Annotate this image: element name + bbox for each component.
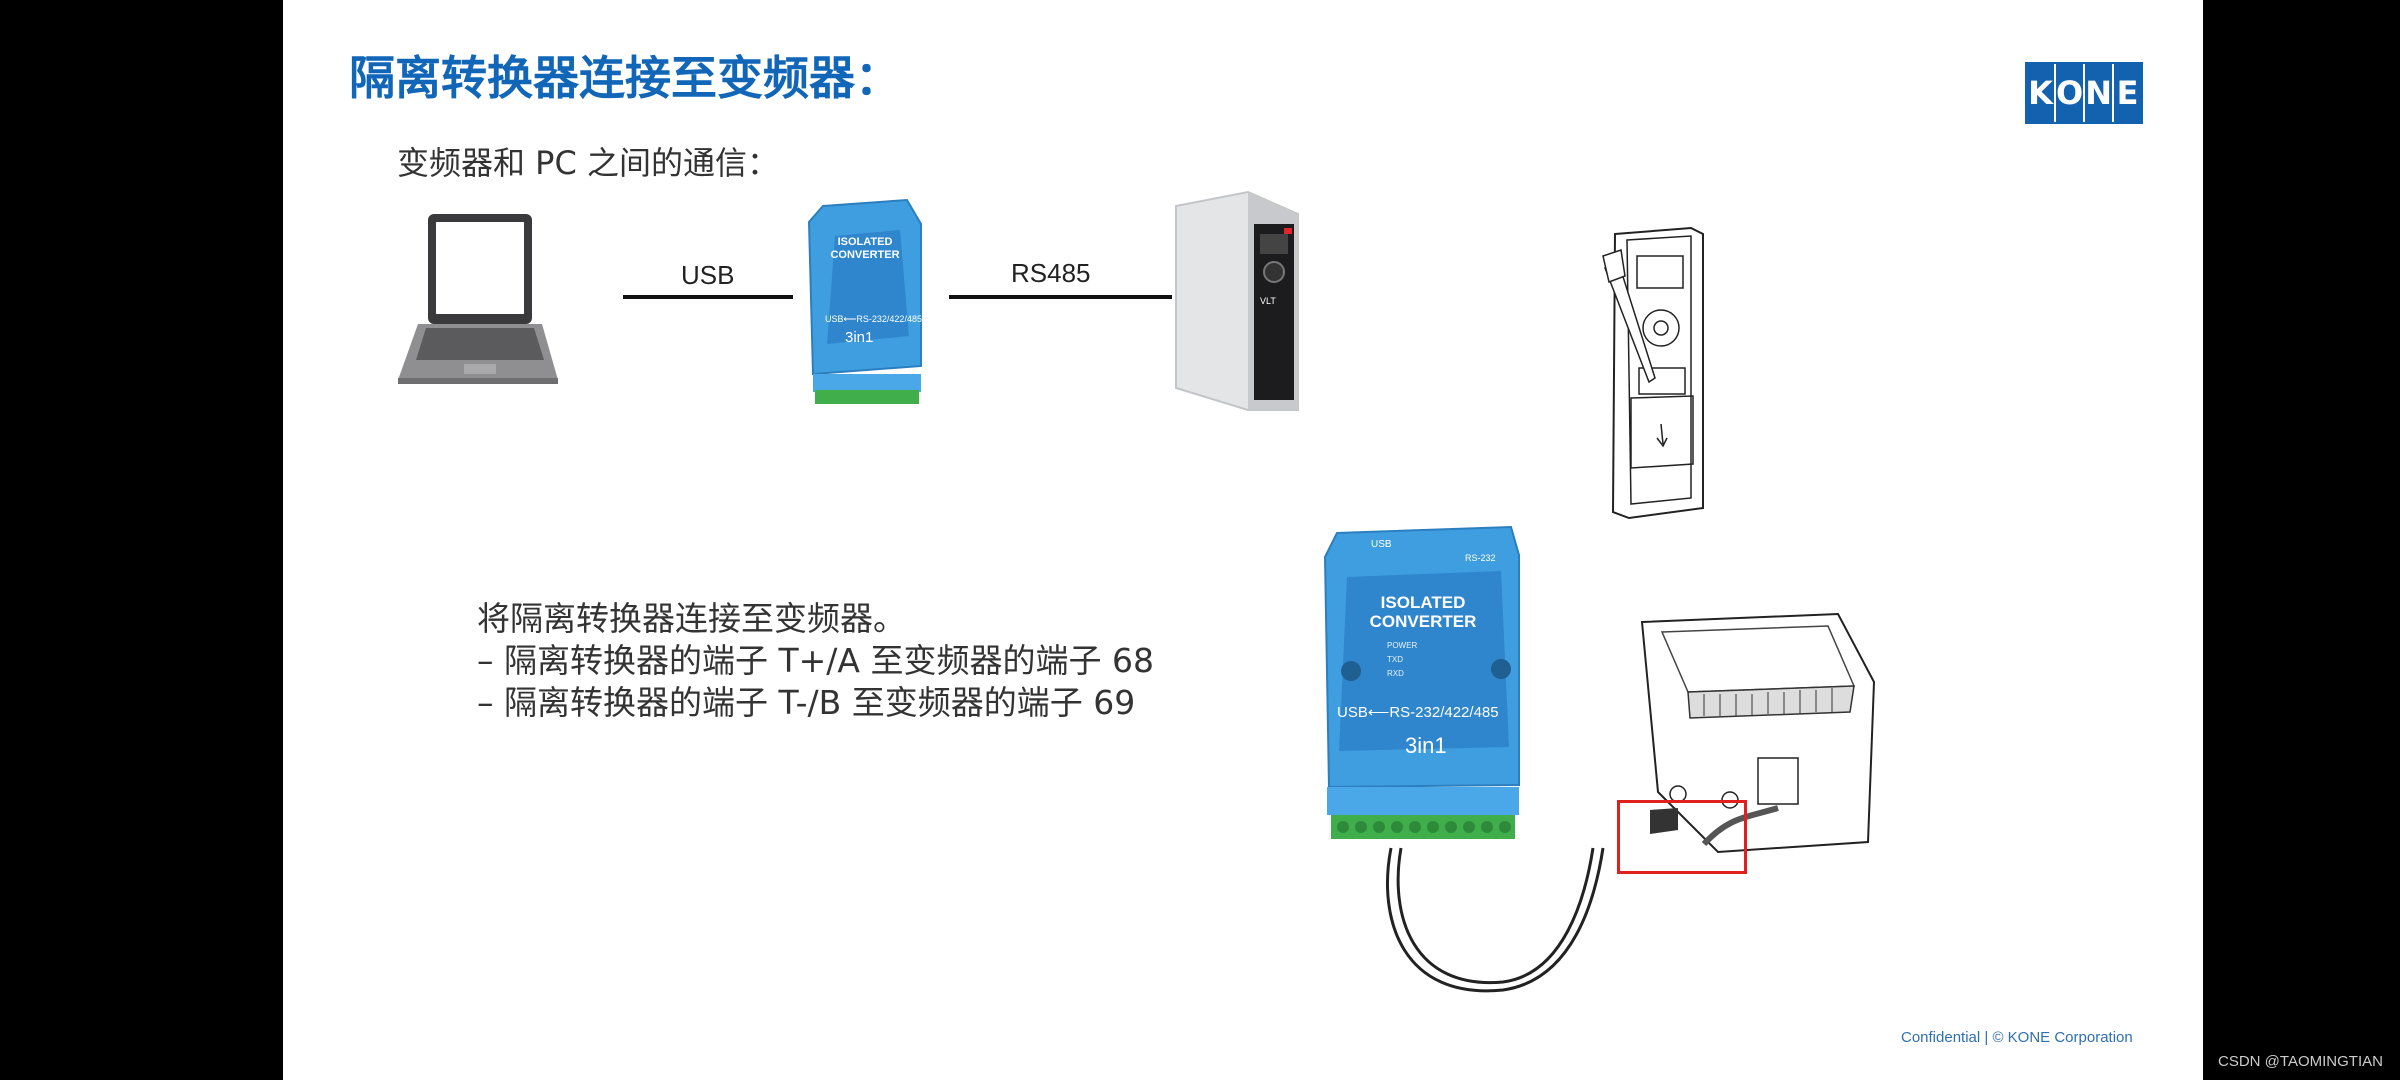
frequency-drive: VLT [1176,192,1304,410]
converter-large-line2: CONVERTER [1353,612,1493,631]
led-rxd: RXD [1387,667,1417,681]
footer-confidential: Confidential | © KONE Corporation [1901,1029,2133,1046]
converter-small-ports: USB⟵RS-232/422/485 [825,314,922,325]
converter-large-ports: USB⟵RS-232/422/485 [1337,703,1499,721]
drive-label: VLT [1260,296,1276,306]
logo-letter: E [2114,64,2141,122]
instruction-line: – 隔离转换器的端子 T+/A 至变频器的端子 68 [477,640,1154,682]
instruction-line: – 隔离转换器的端子 T-/B 至变频器的端子 69 [477,682,1154,724]
converter-large-rs232-port: RS-232 [1465,553,1496,563]
slide-title: 隔离转换器连接至变频器： [349,42,901,108]
subtitle: 变频器和 PC 之间的通信： [397,138,779,184]
logo-letter: O [2056,64,2085,122]
converter-large-model: 3in1 [1405,733,1447,759]
converter-small-line2: CONVERTER [825,249,905,262]
drive-panel-drawing [1603,228,1753,528]
converter-large: USB RS-232 ISOLATED CONVERTER POWER TXD … [1323,525,1523,855]
logo-letter: K [2027,64,2056,122]
laptop-image [398,210,558,385]
usb-cable-line [623,295,793,299]
terminal-cables [1363,840,1623,1000]
highlight-box [1617,800,1747,874]
led-power: POWER [1387,639,1417,653]
logo-letter: N [2085,64,2114,122]
instruction-line: 将隔离转换器连接至变频器。 [477,598,1154,640]
converter-large-line1: ISOLATED [1353,593,1493,612]
instructions: 将隔离转换器连接至变频器。 – 隔离转换器的端子 T+/A 至变频器的端子 68… [477,598,1154,724]
kone-logo: K O N E [2025,62,2143,124]
rs485-label: RS485 [1011,258,1091,289]
led-txd: TXD [1387,653,1417,667]
converter-small: ISOLATED CONVERTER USB⟵RS-232/422/485 3i… [805,196,925,406]
rs485-cable-line [949,295,1172,299]
usb-label: USB [681,260,734,291]
converter-large-usb-port: USB [1371,539,1392,550]
watermark: CSDN @TAOMINGTIAN [2218,1053,2383,1070]
converter-small-line1: ISOLATED [825,236,905,249]
slide: 隔离转换器连接至变频器： K O N E 变频器和 PC 之间的通信： USB … [283,0,2203,1080]
converter-small-model: 3in1 [845,329,873,346]
